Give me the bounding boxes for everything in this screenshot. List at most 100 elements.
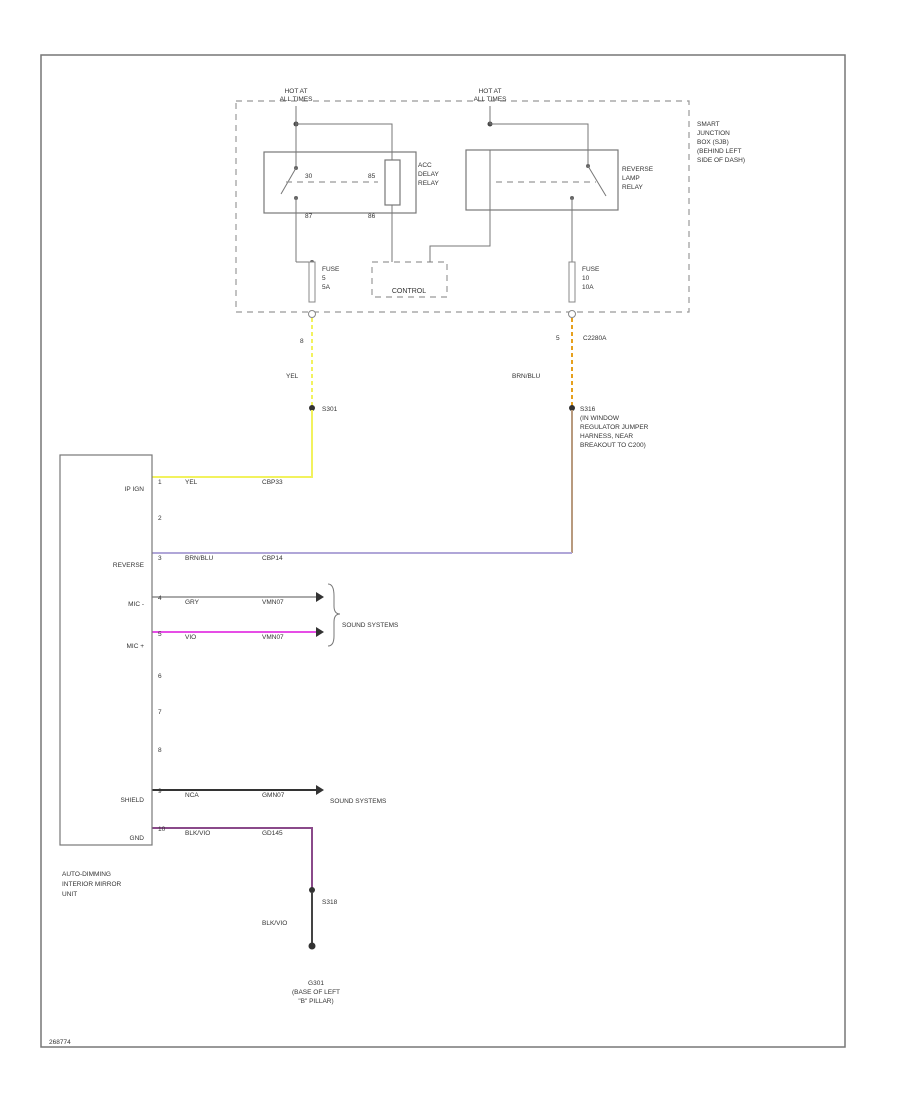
mic2-circuit: VMN07 (262, 634, 284, 641)
sound-systems-2: SOUND SYSTEMS (330, 798, 387, 805)
mirror-unit-box (59, 454, 153, 846)
fuse10-label-2: 10 (582, 275, 590, 282)
acc-switch-blade (280, 167, 297, 195)
diagram-frame (40, 54, 846, 1048)
sjb-label-1: SMART (697, 121, 720, 128)
rev-hot-feed (489, 106, 589, 164)
rev-relay-label-3: RELAY (622, 184, 643, 191)
sound-systems-1: SOUND SYSTEMS (342, 622, 399, 629)
acc-relay-label-3: RELAY (418, 180, 439, 187)
pin-6: 6 (158, 673, 162, 680)
fuse10-label-1: FUSE (582, 266, 600, 273)
acc-pin-30: 30 (305, 173, 313, 180)
rev-splice-desc-1: (IN WINDOW (580, 415, 620, 422)
fuse5-pin: 8 (300, 338, 304, 345)
pin-1: 1 (158, 479, 162, 486)
gnd-splice-node (309, 887, 315, 893)
mic2-arrow (316, 627, 324, 637)
sjb-label-4: (BEHIND LEFT (697, 148, 741, 155)
mic1-circuit: VMN07 (262, 599, 284, 606)
unit-name-2: INTERIOR MIRROR (62, 881, 122, 888)
acc-hot-feed (295, 106, 393, 160)
ign-circuit: CBP33 (262, 479, 283, 486)
pin-9: 9 (158, 788, 162, 795)
pin-label-reverse: REVERSE (113, 562, 145, 569)
fuse10-pin: 5 (556, 335, 560, 342)
pin-4: 4 (158, 595, 162, 602)
fuse5-body (308, 261, 316, 303)
rev-splice-desc-4: BREAKOUT TO C200) (580, 442, 646, 449)
control-label: CONTROL (392, 288, 426, 295)
mic1-arrow (316, 592, 324, 602)
pin-label-mic-plus: MIC + (126, 643, 144, 650)
mic1-color: GRY (185, 599, 200, 606)
fuse10-body (568, 261, 576, 303)
acc-coil (384, 159, 401, 206)
fuse5-label-3: 5A (322, 284, 331, 291)
gnd-color: BLK/VIO (185, 830, 210, 837)
fuse10-label-3: 10A (582, 284, 594, 291)
sjb-label-2: JUNCTION (697, 130, 730, 137)
gnd-color-low: BLK/VIO (262, 920, 287, 927)
pin-label-shield: SHIELD (121, 797, 145, 804)
pin-label-gnd: GND (130, 835, 145, 842)
rev-splice-desc-2: REGULATOR JUMPER (580, 424, 649, 431)
shield-color: NCA (185, 792, 199, 799)
ground-point (308, 942, 316, 950)
pin-8: 8 (158, 747, 162, 754)
ign-splice-label: S301 (322, 406, 338, 413)
figure-code: 268774 (49, 1039, 71, 1046)
rev-splice-node (569, 405, 575, 411)
ground-label-2: (BASE OF LEFT (292, 989, 340, 996)
sjb-label-3: BOX (SJB) (697, 139, 729, 146)
mic2-color: VIO (185, 634, 196, 641)
control-to-reverse-relay (429, 150, 491, 262)
pin-5: 5 (158, 631, 162, 638)
gnd-wire-upper (152, 827, 313, 888)
shield-circuit: GMN07 (262, 792, 285, 799)
acc-pin-85: 85 (368, 173, 376, 180)
fuse10-connector-id: C2280A (583, 335, 607, 342)
control-box (371, 261, 448, 298)
pin-10: 10 (158, 826, 166, 833)
rev-hot-label-2: ALL TIMES (474, 96, 508, 103)
acc-relay-label-1: ACC (418, 162, 432, 169)
sound-systems-bracket (327, 583, 341, 647)
rev-splice-desc-3: HARNESS, NEAR (580, 433, 633, 440)
rev-hot-label-1: HOT AT (479, 88, 502, 95)
acc-relay-label-2: DELAY (418, 171, 439, 178)
pin-label-mic-minus: MIC - (128, 601, 144, 608)
ign-color-top: YEL (286, 373, 299, 380)
rev-color: BRN/BLU (185, 555, 213, 562)
ign-wire-lower (152, 410, 313, 478)
fuse10-connector (568, 310, 576, 318)
ground-label-3: "B" PILLAR) (298, 998, 333, 1005)
acc-pin-87: 87 (305, 213, 313, 220)
rev-relay-label-1: REVERSE (622, 166, 654, 173)
fuse5-connector (308, 310, 316, 318)
fuse5-label-1: FUSE (322, 266, 340, 273)
unit-name-1: AUTO-DIMMING (62, 871, 111, 878)
rev-circuit: CBP14 (262, 555, 283, 562)
acc-relay-box (263, 151, 417, 214)
gnd-circuit: GD145 (262, 830, 283, 837)
ign-color: YEL (185, 479, 198, 486)
sjb-outline (235, 100, 690, 313)
fuse5-label-2: 5 (322, 275, 326, 282)
ground-label-1: G301 (308, 980, 324, 987)
ign-splice-node (309, 405, 315, 411)
unit-name-3: UNIT (62, 891, 77, 898)
acc-hot-label-2: ALL TIMES (280, 96, 314, 103)
pin-7: 7 (158, 709, 162, 716)
rev-splice-label: S316 (580, 406, 596, 413)
sjb-label-5: SIDE OF DASH) (697, 157, 745, 164)
pin-3: 3 (158, 555, 162, 562)
shield-arrow (316, 785, 324, 795)
pin-2: 2 (158, 515, 162, 522)
acc-pin-86: 86 (368, 213, 376, 220)
gnd-splice-label: S318 (322, 899, 338, 906)
rev-relay-label-2: LAMP (622, 175, 640, 182)
rev-switch-blade (587, 165, 607, 197)
rev-color-top: BRN/BLU (512, 373, 540, 380)
